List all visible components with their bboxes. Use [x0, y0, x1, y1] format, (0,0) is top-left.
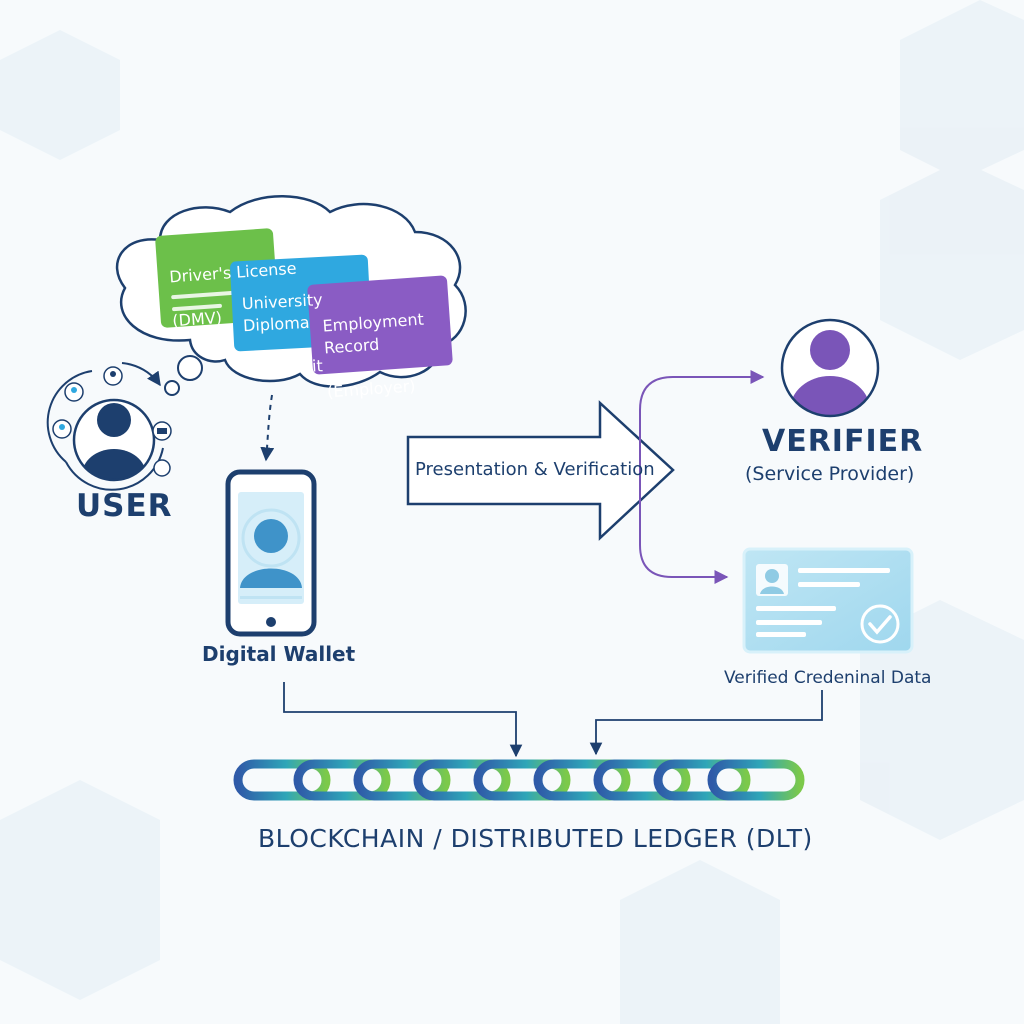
verifier-subtitle: (Service Provider) [745, 463, 915, 485]
digital-wallet-label: Digital Wallet [202, 642, 356, 666]
verified-check-icon [860, 604, 900, 644]
university-diploma-issuer: (Universit [244, 356, 324, 380]
credential-to-ledger-connector [589, 690, 823, 756]
employment-record-issuer: (Employer) [326, 376, 417, 402]
drivers-license-issuer: (DMV) [171, 307, 223, 331]
presentation-label: Presentation & Verification [415, 459, 655, 480]
employment-record-title: Employment Record [321, 309, 425, 358]
user-orbit-icons [52, 366, 172, 477]
presentation-arrow [406, 400, 675, 541]
employment-record-text: Employment Record (Employer) [320, 287, 429, 404]
verifier-avatar-icon [780, 318, 880, 418]
university-diploma-title: University Diploma [241, 290, 324, 336]
ledger-label: BLOCKCHAIN / DISTRIBUTED LEDGER (DLT) [258, 824, 813, 853]
smartphone-icon [225, 469, 317, 637]
verifier-title: VERIFIER [762, 424, 924, 459]
credential-card-employment-record [307, 275, 453, 375]
verified-credential-card [742, 547, 914, 654]
branch-to-verifier-arrow [639, 370, 765, 500]
verified-credential-label: Verified Credeninal Data [724, 668, 932, 688]
user-label: USER [76, 488, 173, 524]
wallet-to-ledger-connector [283, 682, 523, 758]
chain-link-icon [233, 759, 805, 801]
branch-to-credential-arrow [639, 500, 729, 584]
user-icon [46, 362, 164, 491]
cloud-to-wallet-arrow [260, 394, 275, 462]
